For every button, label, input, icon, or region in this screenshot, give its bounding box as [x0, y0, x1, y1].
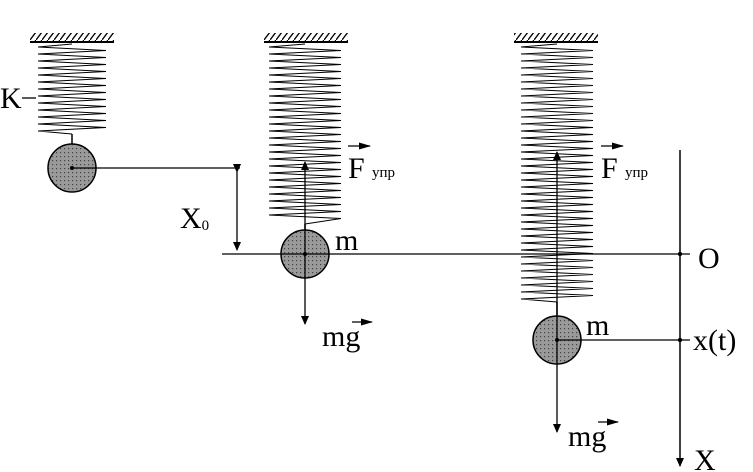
origin-point: [677, 251, 683, 257]
svg-text:F: F: [601, 152, 618, 185]
spring-force-label-2: F упр: [348, 142, 395, 185]
xt-point: [677, 337, 683, 343]
gravity-label-2: mg: [322, 318, 373, 353]
spring-constant-label: K: [0, 82, 22, 115]
spring-force-label-3: F упр: [601, 142, 648, 185]
svg-text:упр: упр: [372, 165, 395, 181]
svg-text:mg: mg: [568, 420, 606, 453]
ceiling-support-3: [514, 33, 598, 43]
origin-label: O: [698, 242, 720, 275]
spring-coil: [520, 43, 594, 303]
spring-coil: [37, 43, 107, 135]
spring-relaxed: [37, 43, 107, 135]
x0-label: X0: [180, 202, 209, 235]
ceiling-support-1: [30, 33, 114, 43]
gravity-label-3: mg: [568, 418, 619, 453]
svg-text:упр: упр: [625, 165, 648, 181]
mass-label-3: m: [586, 309, 609, 342]
spring-stretched: [520, 43, 594, 303]
axis-label: X: [694, 444, 716, 472]
xt-label: x(t): [693, 324, 736, 357]
ceiling-support-2: [264, 33, 348, 43]
svg-text:mg: mg: [322, 320, 360, 353]
svg-text:F: F: [348, 152, 365, 185]
mass-label-2: m: [335, 224, 358, 257]
